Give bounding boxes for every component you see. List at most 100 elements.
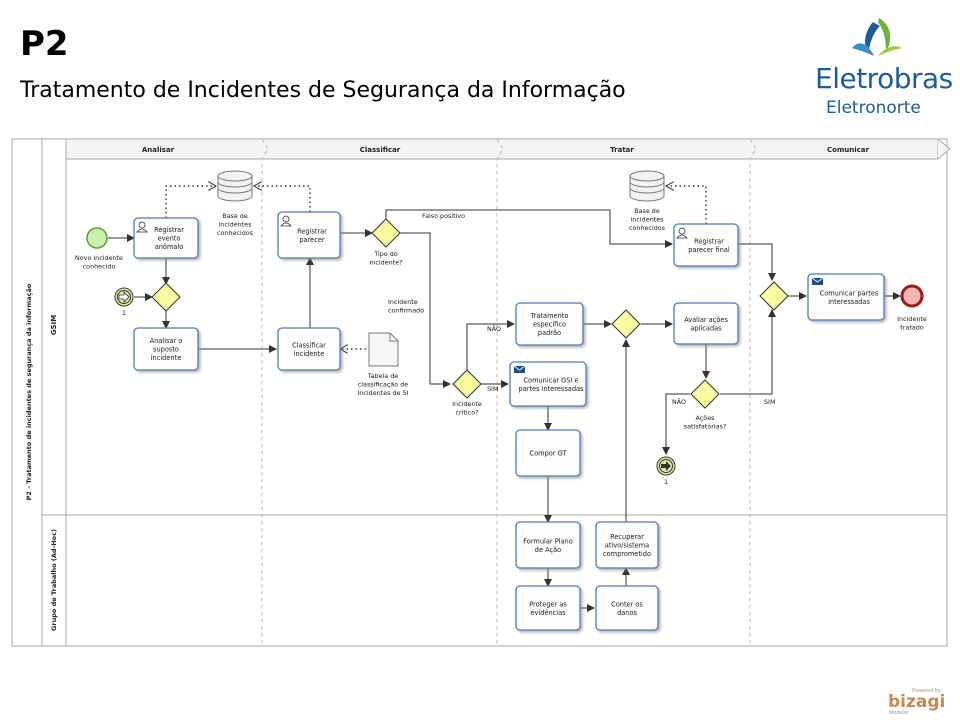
flow-label-incidente-confirmado: Incidente [388, 298, 418, 306]
database-label: incidentes [219, 221, 253, 229]
phase-header [65, 138, 939, 160]
gateway-incidente-critico[interactable] [452, 369, 482, 399]
database-label: conhecidos [217, 229, 254, 237]
start-event-label: Novo incidente [75, 254, 123, 262]
database-label: incidentes [631, 216, 665, 224]
flow-label-nao: NÃO [672, 397, 686, 406]
gateway-merge-tratar[interactable] [611, 309, 641, 339]
watermark-powered: Powered by [912, 688, 941, 694]
phase-classificar: Classificar [360, 146, 401, 154]
task-label-line: Conter os [611, 600, 643, 608]
end-event[interactable] [900, 284, 924, 308]
logo-brand: Eletrobras [815, 62, 953, 95]
pool-frame [11, 138, 948, 647]
database-label: Base de [634, 207, 660, 215]
task-label-line: comprometido [603, 550, 651, 558]
task-label-line: interessadas [828, 298, 870, 306]
task-compor-gt[interactable]: Compor GT [515, 429, 581, 477]
gateway-label-critico: Incidente [452, 400, 482, 408]
start-event[interactable] [86, 227, 108, 249]
task-label-line: padrão [538, 329, 561, 337]
task-label-line: danos [617, 609, 637, 617]
task-label-line: Analisar o [150, 337, 183, 345]
task-label-line: anômalo [155, 243, 184, 251]
watermark-product: Modeler [889, 710, 910, 716]
phase-analisar: Analisar [142, 146, 175, 154]
watermark-name: bizagi [888, 692, 946, 712]
task-label-line: Comunicar GSI e [523, 376, 578, 384]
user-icon [280, 215, 292, 227]
task-label-line: Registrar [694, 237, 724, 245]
gateway-acoes-satisfatorias[interactable] [690, 379, 720, 409]
gateway-tipo-incidente[interactable] [371, 218, 401, 248]
logo-unit: Eletronorte [826, 98, 921, 118]
link-event-label: 1 [664, 478, 668, 486]
flow-label-falso-positivo: Falso positivo [422, 212, 465, 220]
gateway-merge-analisar[interactable] [151, 282, 181, 312]
flow-label-nao: NÃO [487, 324, 501, 333]
task-label-line: Registrar [297, 227, 327, 235]
phase-comunicar: Comunicar [827, 146, 869, 154]
user-icon [676, 227, 688, 239]
link-event-throw[interactable] [656, 456, 676, 476]
lane-label-grupo: Grupo de Trabalho (Ad-Hoc) [50, 529, 58, 631]
gateway-label-tipo: Tipo do [373, 250, 398, 258]
end-event-label: Incidente [897, 315, 927, 323]
document-label: Tabela de [367, 372, 399, 380]
task-label-line: evidências [530, 609, 566, 617]
phase-tratar: Tratar [610, 146, 634, 154]
flow-label-sim: SIM [764, 398, 775, 406]
sequence-flows [108, 209, 901, 612]
associations [165, 186, 707, 349]
task-label-line: incidente [294, 350, 325, 358]
lane-label-gsim: GSIM [50, 315, 58, 335]
gateway-label-critico: crítico? [455, 409, 478, 417]
task-label-line: suposto [153, 346, 179, 354]
flow-label-incidente-confirmado: confirmado [388, 307, 424, 315]
end-event-label: tratado [900, 324, 924, 332]
start-event-label: conhecido [83, 263, 116, 271]
gateway-merge-comunicar[interactable] [759, 281, 789, 311]
mail-icon [811, 277, 824, 285]
database-icon [629, 170, 665, 202]
gateway-label-acoes: Ações [696, 414, 716, 422]
task-label-line: Classificar [292, 341, 326, 349]
task-label-line: incidente [151, 354, 182, 362]
gateway-label-acoes: satisfatórias? [684, 423, 726, 431]
document-label: incidentes de SI [358, 389, 409, 397]
page-subtitle: Tratamento de Incidentes de Segurança da… [20, 78, 626, 103]
task-label-line: Avaliar ações [684, 316, 728, 324]
task-label-line: Registrar [154, 226, 184, 234]
task-label-line: Formular Plano [523, 537, 573, 545]
page-title: P2 [20, 24, 69, 64]
task-label-line: parecer [299, 236, 325, 244]
task-label-line: Tratamento [530, 312, 569, 320]
database-label: Base de [222, 212, 248, 220]
flow-label-sim: SIM [487, 385, 498, 393]
task-label-line: parecer final [688, 246, 730, 254]
link-event-label: 1 [122, 309, 126, 317]
task-label-line: específico [533, 321, 566, 329]
task-label-line: de Ação [535, 546, 561, 554]
database-label: conhecidos [629, 224, 666, 232]
task-label-line: evento [158, 235, 181, 243]
gateway-label-tipo: incidente? [370, 259, 403, 267]
link-event-catch[interactable] [114, 287, 134, 307]
database-icon [217, 170, 253, 202]
task-label-line: partes interessadas [519, 385, 585, 393]
